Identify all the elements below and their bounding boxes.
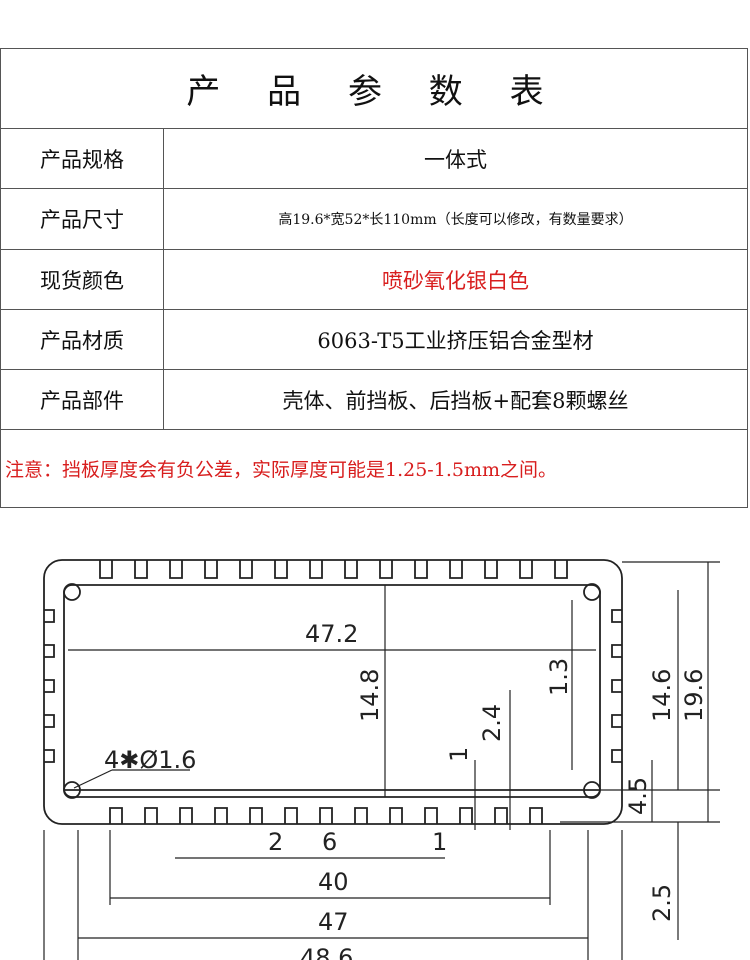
row-color: 现货颜色 喷砂氧化银白色 [1,250,747,310]
row-value: 6063-T5工业挤压铝合金型材 [317,328,594,353]
row-label: 产品尺寸 [1,189,164,249]
hole-label: 4✱Ø1.6 [104,746,196,774]
dim-14-8: 14.8 [356,669,384,722]
row-label: 产品材质 [1,310,164,369]
profile-drawing: 47.2 14.8 1.3 2.4 1 14.6 19.6 4.5 4✱Ø1.6… [43,559,720,960]
top-fins [99,560,568,579]
dim-4-5: 4.5 [624,777,652,815]
leader-line [73,769,113,789]
dim-47: 47 [318,908,349,936]
dim-40: 40 [318,868,349,896]
dim-1-b: 1 [432,828,447,856]
row-size: 产品尺寸 高19.6*宽52*长110mm（长度可以修改，有数量要求） [1,189,747,250]
dim-2-5: 2.5 [648,884,676,922]
table-title: 产 品 参 数 表 [1,49,747,129]
parameter-table: 产 品 参 数 表 产品规格 一体式 产品尺寸 高19.6*宽52*长110mm… [0,48,748,508]
dim-2-4: 2.4 [478,704,506,742]
row-value: 壳体、前挡板、后挡板+配套8颗螺丝 [282,388,629,413]
bottom-fins [109,807,543,824]
row-label: 现货颜色 [1,250,164,309]
side-fins [44,609,622,763]
row-label: 产品规格 [1,129,164,188]
screw-hole [63,583,81,601]
row-label: 产品部件 [1,370,164,429]
row-material: 产品材质 6063-T5工业挤压铝合金型材 [1,310,747,370]
dim-19-6: 19.6 [680,669,708,722]
row-value: 喷砂氧化银白色 [382,268,529,293]
dim-14-6: 14.6 [648,669,676,722]
dim-48-6: 48.6 [300,944,353,960]
dim-6: 6 [322,828,337,856]
shell-outline [43,559,623,825]
screw-hole [583,583,601,601]
dim-1-3: 1.3 [545,658,573,696]
dim-47-2: 47.2 [305,620,358,648]
row-value: 高19.6*宽52*长110mm（长度可以修改，有数量要求） [278,212,633,228]
cavity-outline [63,584,601,798]
tolerance-note: 注意：挡板厚度会有负公差，实际厚度可能是1.25-1.5mm之间。 [5,459,557,481]
dim-1-a: 1 [445,747,473,762]
row-parts: 产品部件 壳体、前挡板、后挡板+配套8颗螺丝 [1,370,747,430]
row-value: 一体式 [424,147,487,172]
dim-2: 2 [268,828,283,856]
row-spec: 产品规格 一体式 [1,129,747,189]
